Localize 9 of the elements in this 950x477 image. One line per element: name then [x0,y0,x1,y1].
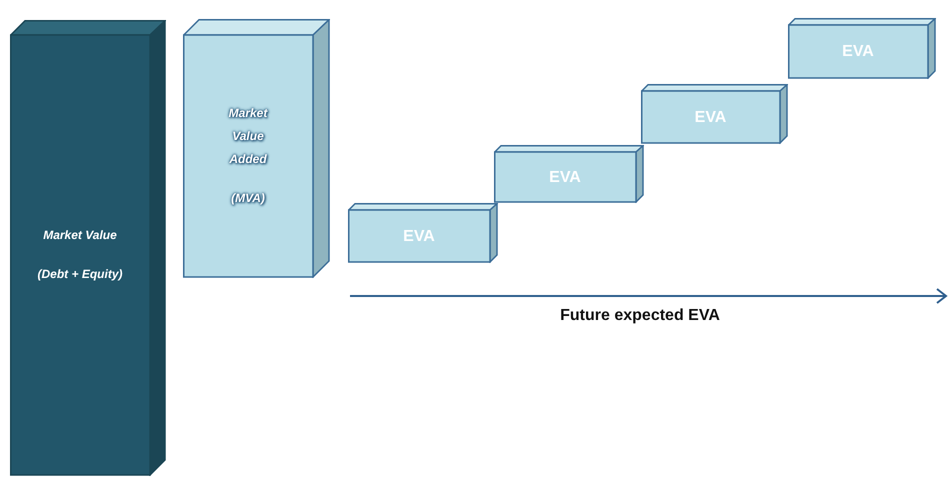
block-label: EVA [694,108,726,128]
axis-caption: Future expected EVA [559,307,721,325]
block-label: EVA [403,226,435,246]
block-label: Market Value [43,227,117,244]
block-label: EVA [549,168,581,188]
block-label: Market Value Added [228,105,269,168]
block-label: (Debt + Equity) [37,266,122,283]
block-label: EVA [842,42,874,62]
block-label: (MVA) [231,190,265,207]
